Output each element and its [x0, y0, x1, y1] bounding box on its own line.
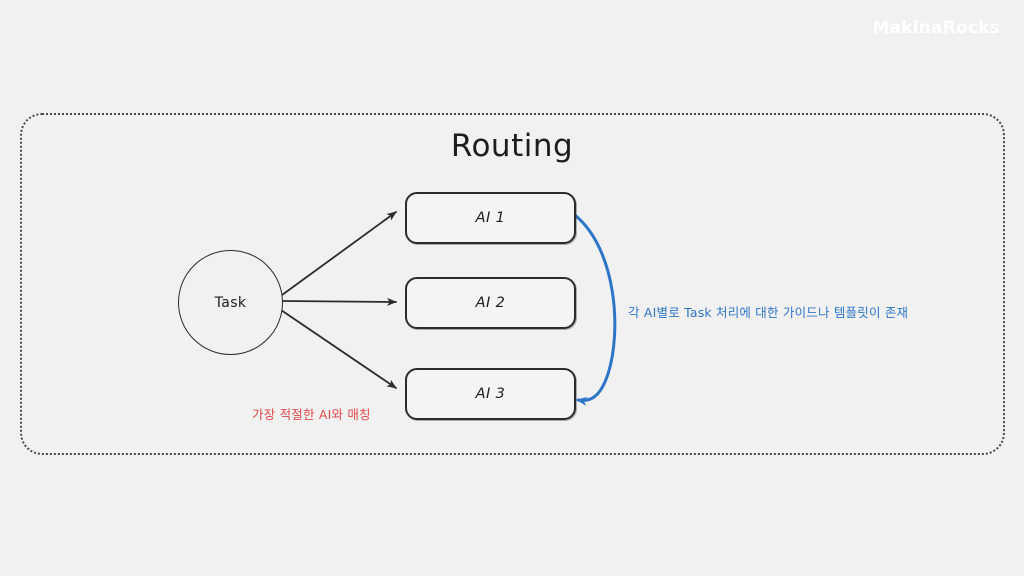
node-ai-2[interactable]: AI 2 [405, 277, 576, 329]
makinarocks-logo: MakinaRocks [872, 18, 1000, 38]
node-ai-3-label: AI 3 [475, 386, 506, 402]
page-title: Routing [450, 128, 574, 164]
node-ai-3[interactable]: AI 3 [405, 368, 576, 420]
node-ai-2-label: AI 2 [475, 295, 506, 311]
node-ai-1-label: AI 1 [475, 210, 506, 226]
node-ai-1[interactable]: AI 1 [405, 192, 576, 244]
node-task[interactable]: Task [178, 250, 283, 355]
diagram-frame [20, 113, 1005, 455]
annotation-blue-note: 각 AI별로 Task 처리에 대한 가이드나 템플릿이 존재 [628, 305, 909, 320]
node-task-label: Task [214, 294, 247, 311]
annotation-red-note: 가장 적절한 AI와 매칭 [252, 407, 371, 422]
